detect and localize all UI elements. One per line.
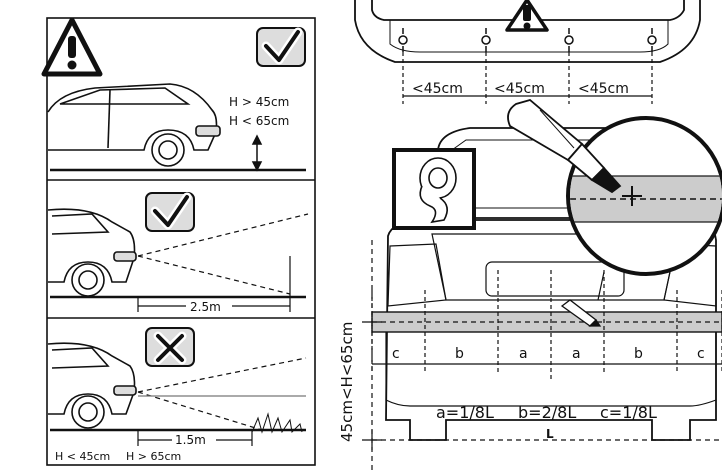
distance-marker-3 xyxy=(137,430,253,446)
magnifier-inset xyxy=(566,116,722,301)
warning-icon xyxy=(505,0,549,32)
cross-icon xyxy=(145,327,195,367)
min-height-label: H > 45cm xyxy=(229,95,289,109)
height-range-dimension xyxy=(362,240,382,470)
too-high-label: H > 65cm xyxy=(126,450,181,463)
height-range-label: 45cm<H<65cm xyxy=(338,322,356,442)
spacing-label-1: <45cm xyxy=(412,81,463,97)
formula-c: c=1/8L xyxy=(600,403,657,422)
sensor-beam-3 xyxy=(137,357,307,431)
parking-sensor-marks xyxy=(398,28,657,52)
check-icon xyxy=(145,192,195,232)
sedan-side-view xyxy=(47,83,221,167)
left-frame xyxy=(46,17,316,466)
grass-obstacle xyxy=(251,412,303,434)
height-arrow-1 xyxy=(251,134,263,172)
segment-label-a-right: a xyxy=(572,346,581,362)
max-height-label: H < 65cm xyxy=(229,114,289,128)
spacing-label-3: <45cm xyxy=(578,81,629,97)
segment-label-a-left: a xyxy=(519,346,528,362)
segment-label-c-right: c xyxy=(697,346,705,362)
formula-a: a=1/8L xyxy=(436,403,494,422)
formula-b: b=2/8L xyxy=(518,403,576,422)
distance-label-2: 2.5m xyxy=(190,300,221,314)
car-rear-side-view xyxy=(47,342,137,429)
tape-roll-inset xyxy=(392,148,476,230)
total-width-label: L xyxy=(546,427,554,441)
warning-icon xyxy=(41,17,103,77)
too-low-label: H < 45cm xyxy=(55,450,110,463)
segment-label-c-left: c xyxy=(392,346,400,362)
left-panels xyxy=(46,17,316,466)
tape-roll-icon xyxy=(419,157,457,224)
distance-label-3: 1.5m xyxy=(175,433,206,447)
segment-label-b-right: b xyxy=(634,346,643,362)
segment-label-b-left: b xyxy=(455,346,464,362)
distance-marker-2 xyxy=(137,296,291,312)
segment-dimension-lines xyxy=(371,270,722,380)
check-icon xyxy=(256,27,306,67)
car-rear-side-view xyxy=(47,208,137,297)
sensor-beam-2 xyxy=(137,213,309,296)
spacing-label-2: <45cm xyxy=(494,81,545,97)
marker-pen-icon xyxy=(560,299,602,327)
marker-pen-icon xyxy=(507,99,622,194)
sensor-spacing-dims xyxy=(402,52,653,104)
